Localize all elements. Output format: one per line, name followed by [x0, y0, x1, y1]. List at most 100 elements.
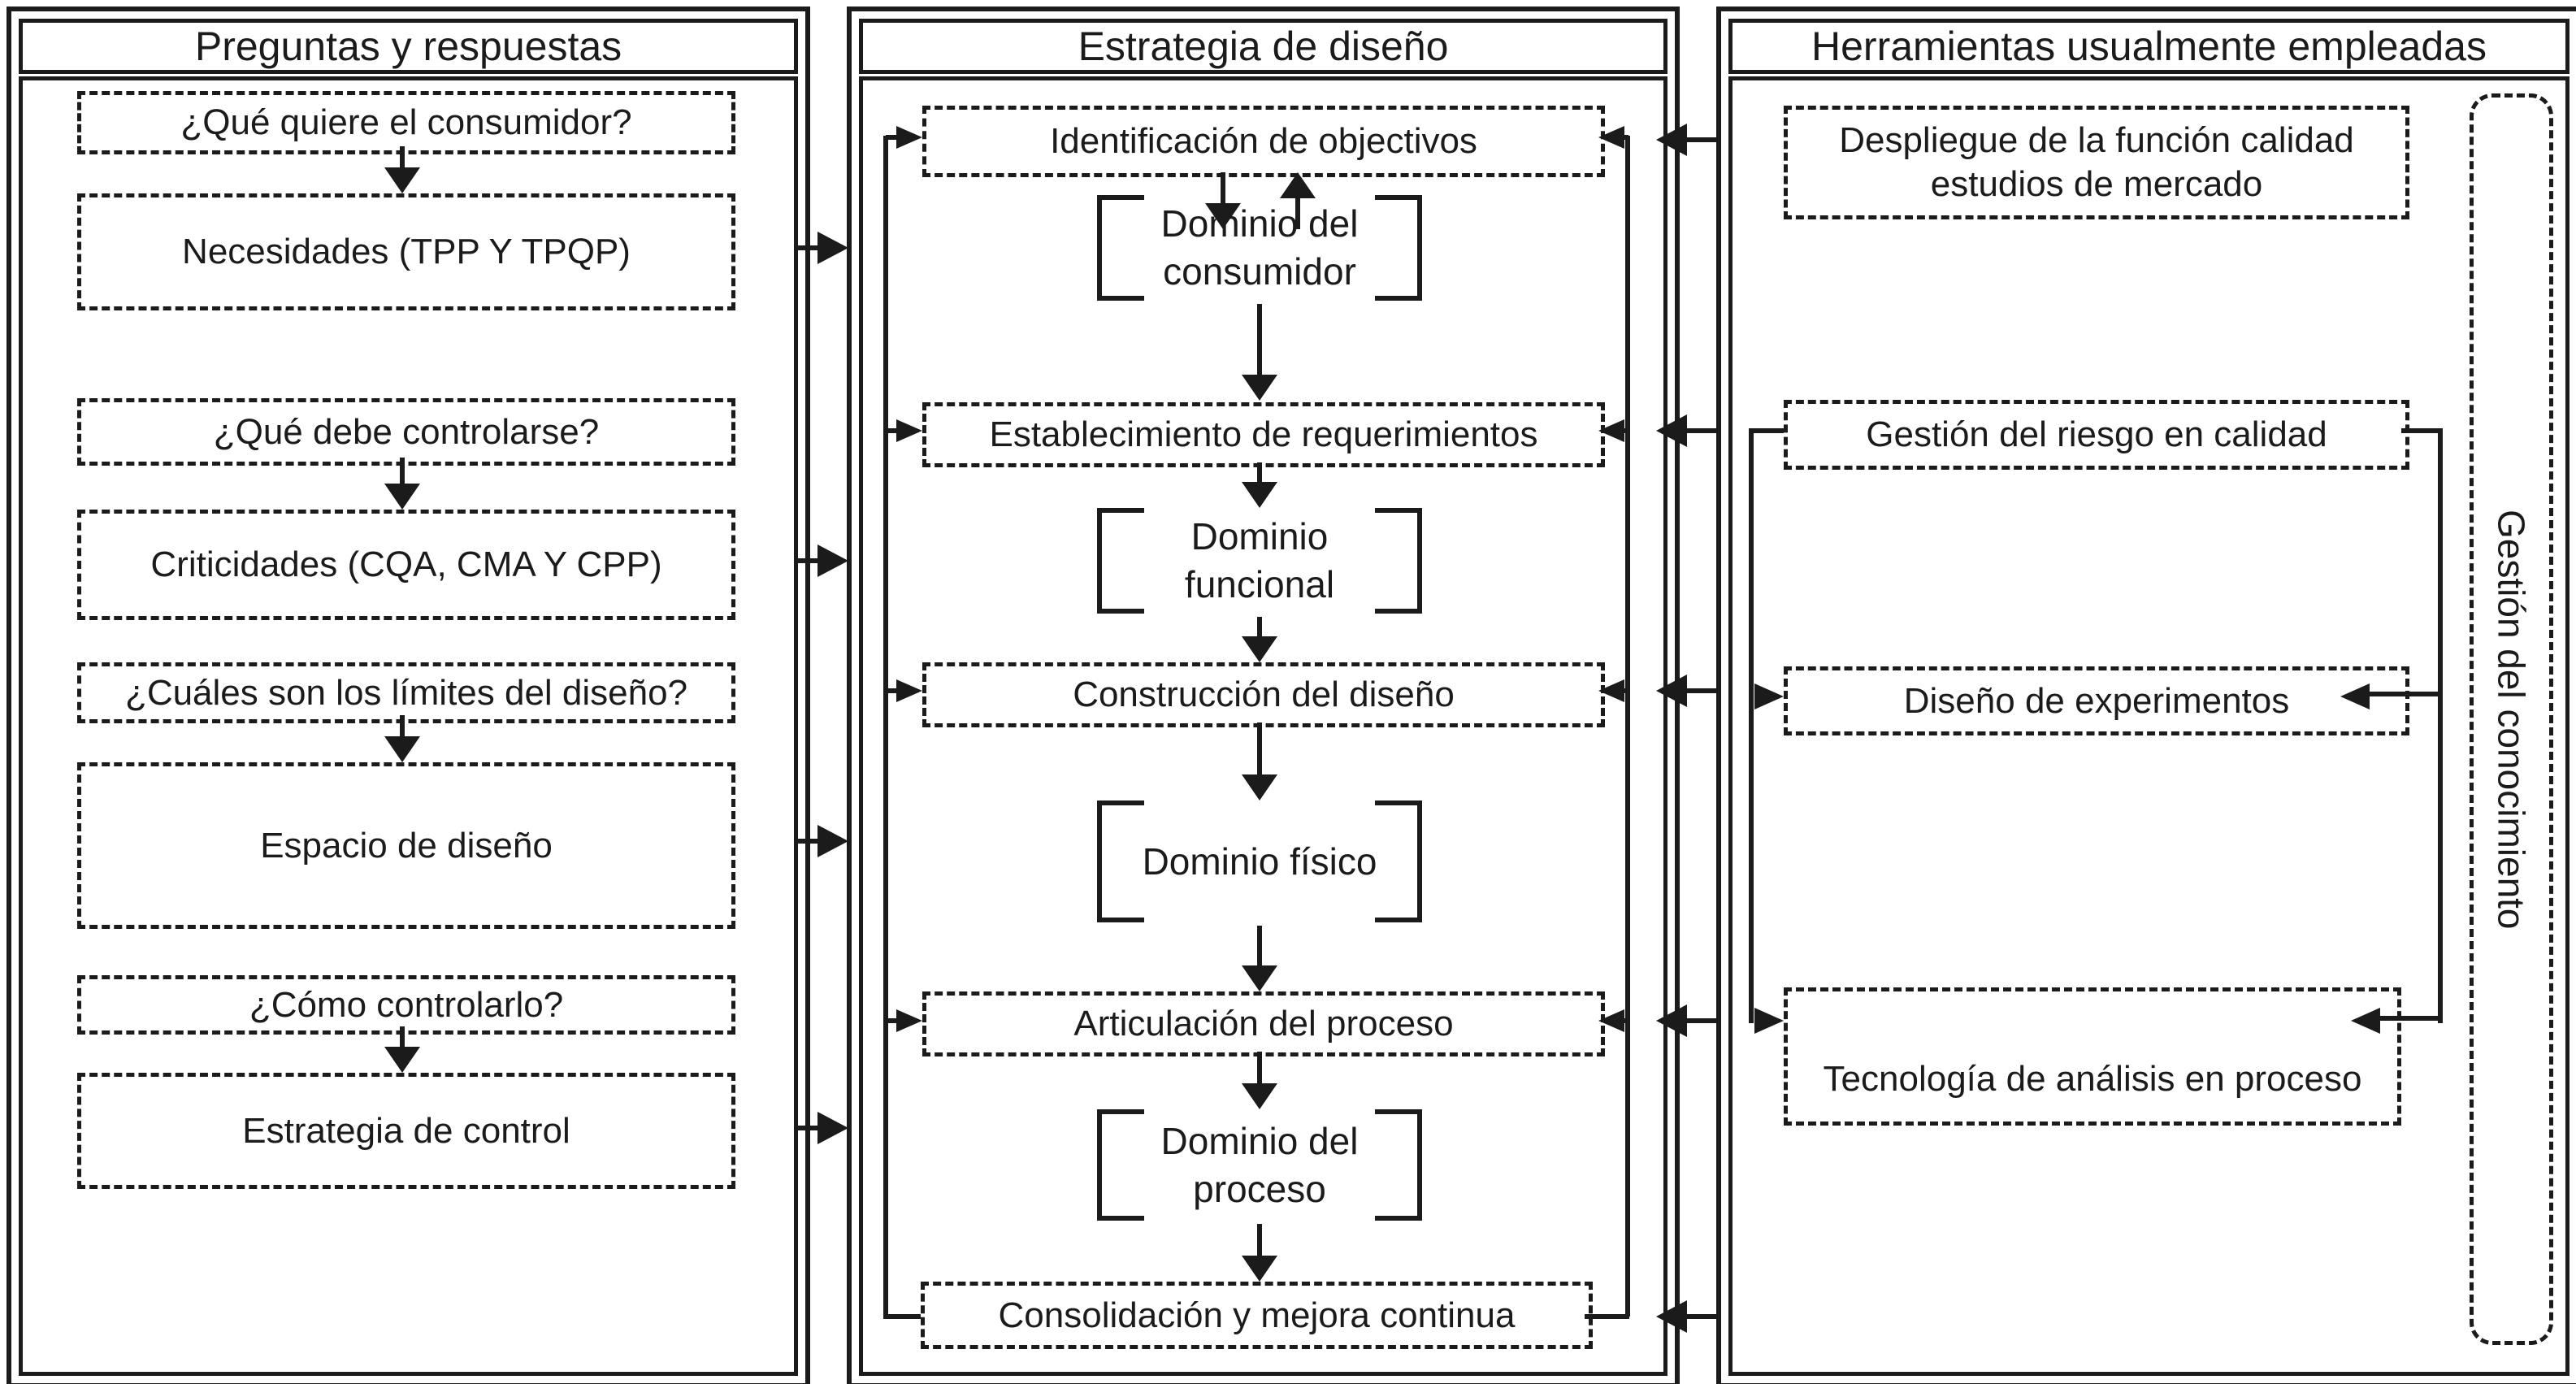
arrow-down-icon	[1205, 203, 1241, 229]
qa-box-label: Espacio de diseño	[260, 825, 553, 866]
tools-to-strategy-line	[1687, 428, 1718, 433]
arrow-down-icon	[384, 736, 420, 762]
tool-link-line	[2380, 1016, 2439, 1021]
domain-label: Dominio del proceso	[1130, 1109, 1390, 1221]
domain-label: Dominio del consumidor	[1130, 195, 1390, 301]
arrow-right-icon	[896, 419, 922, 442]
domain-label-line: funcional	[1184, 563, 1335, 605]
strategy-step-consolidation: Consolidación y mejora continua	[921, 1282, 1593, 1349]
arrow-down-icon	[1242, 1256, 1277, 1282]
rail-branch-line	[1620, 688, 1628, 693]
arrow-down-icon	[384, 484, 420, 510]
qa-box-needs: Necesidades (TPP Y TPQP)	[77, 193, 735, 310]
arrow-right-icon	[1754, 1008, 1784, 1034]
flow-line	[1257, 304, 1262, 375]
tools-to-strategy-line	[1687, 137, 1718, 142]
feedback-rail-right	[1625, 136, 1630, 1317]
strategy-column-title: Estrategia de diseño	[859, 19, 1667, 74]
arrow-left-icon	[1598, 126, 1624, 149]
qa-to-strategy-line	[796, 839, 819, 844]
rail-elbow-line	[883, 1314, 921, 1319]
qa-column-title-label: Preguntas y respuestas	[194, 24, 622, 69]
tool-link-line	[2401, 428, 2443, 433]
arrow-left-icon	[1598, 679, 1624, 702]
arrow-right-icon	[817, 1112, 848, 1144]
arrow-up-icon	[1280, 172, 1316, 198]
qa-box-limits-question: ¿Cuáles son los límites del diseño?	[77, 662, 735, 723]
rail-branch-line	[886, 1018, 899, 1023]
rail-branch-line	[1620, 428, 1628, 433]
qa-arrow-line	[400, 1026, 405, 1048]
qa-box-criticalities: Criticidades (CQA, CMA Y CPP)	[77, 510, 735, 620]
domain-label-line: Dominio	[1190, 515, 1329, 558]
qa-column-body	[19, 76, 798, 1376]
tool-link-rail-left	[1749, 428, 1754, 1023]
rail-branch-line	[886, 135, 899, 140]
flow-line	[1257, 926, 1262, 965]
arrow-left-icon	[1656, 1300, 1687, 1333]
qa-column-frame: Preguntas y respuestas	[7, 7, 810, 1384]
arrow-left-icon	[1598, 1009, 1624, 1032]
arrow-left-icon	[1656, 124, 1687, 156]
domain-bracket-functional: Dominio funcional	[1097, 508, 1422, 614]
domain-label-line: proceso	[1193, 1167, 1326, 1210]
qa-box-control-question: ¿Qué debe controlarse?	[77, 398, 735, 466]
qa-arrow-line	[400, 715, 405, 738]
domain-bracket-process: Dominio del proceso	[1097, 1109, 1422, 1221]
strategy-step-process-articulation: Articulación del proceso	[922, 991, 1605, 1056]
strategy-column-body	[859, 76, 1667, 1376]
tool-box-label-line: Despliegue de la función calidad	[1839, 120, 2354, 161]
arrow-left-icon	[2340, 683, 2370, 709]
arrow-left-icon	[1656, 675, 1687, 707]
tool-box-label-line: Tecnología de análisis en proceso	[1823, 1058, 2362, 1099]
qa-box-design-space: Espacio de diseño	[77, 762, 735, 929]
flow-line	[1257, 1224, 1262, 1256]
qa-box-label: ¿Qué debe controlarse?	[213, 411, 600, 452]
domain-label-line: Dominio del	[1160, 202, 1359, 245]
tools-column-title: Herramientas usualmente empleadas	[1728, 19, 2569, 74]
tool-box-pat: Tecnología de análisis en proceso	[1784, 987, 2401, 1126]
qa-arrow-line	[400, 146, 405, 169]
qa-to-strategy-line	[796, 558, 819, 563]
tools-to-strategy-line	[1687, 688, 1718, 693]
strategy-step-design-build: Construcción del diseño	[922, 662, 1605, 727]
flow-line	[1257, 1052, 1262, 1083]
qa-column-title: Preguntas y respuestas	[19, 19, 798, 74]
qa-box-control-strategy: Estrategia de control	[77, 1073, 735, 1189]
arrow-down-icon	[1242, 1083, 1277, 1109]
rail-elbow-line	[1585, 1314, 1629, 1319]
tool-box-qfd: Despliegue de la función calidad estudio…	[1784, 106, 2409, 219]
tool-box-label-line: estudios de mercado	[1930, 164, 2263, 204]
flow-line	[1257, 722, 1262, 774]
domain-label-line: Dominio del	[1160, 1119, 1359, 1162]
qa-box-label: ¿Qué quiere el consumidor?	[180, 102, 632, 143]
strategy-step-label: Consolidación y mejora continua	[998, 1295, 1516, 1335]
domain-label-line: Dominio físico	[1142, 840, 1377, 883]
domain-bracket-physical: Dominio físico	[1097, 800, 1422, 922]
strategy-step-label: Articulación del proceso	[1073, 1004, 1454, 1044]
knowledge-management-label: Gestión del conocimiento	[2490, 509, 2533, 930]
arrow-right-icon	[817, 825, 848, 857]
knowledge-management-box: Gestión del conocimiento	[2470, 93, 2553, 1345]
strategy-column-title-label: Estrategia de diseño	[1078, 24, 1449, 69]
arrow-right-icon	[896, 1009, 922, 1032]
domain-bracket-consumer: Dominio del consumidor	[1097, 195, 1422, 301]
arrow-down-icon	[384, 1047, 420, 1073]
arrow-left-icon	[2351, 1008, 2380, 1034]
rail-branch-line	[1620, 1018, 1628, 1023]
arrow-down-icon	[1242, 375, 1277, 401]
strategy-column-frame: Estrategia de diseño	[847, 7, 1680, 1384]
arrow-left-icon	[1598, 419, 1624, 442]
qa-box-label: Estrategia de control	[242, 1110, 570, 1151]
bracket-right-icon	[1375, 800, 1422, 922]
strategy-step-label: Establecimiento de requerimientos	[989, 414, 1538, 455]
arrow-down-icon	[1242, 965, 1277, 991]
strategy-step-label: Construcción del diseño	[1073, 675, 1455, 715]
domain-label: Dominio funcional	[1130, 508, 1390, 614]
bracket-left-icon	[1097, 800, 1144, 922]
arrow-right-icon	[896, 679, 922, 702]
tool-box-doe: Diseño de experimentos	[1784, 666, 2409, 735]
rail-branch-line	[1620, 135, 1628, 140]
qa-box-how-question: ¿Cómo controlarlo?	[77, 975, 735, 1035]
